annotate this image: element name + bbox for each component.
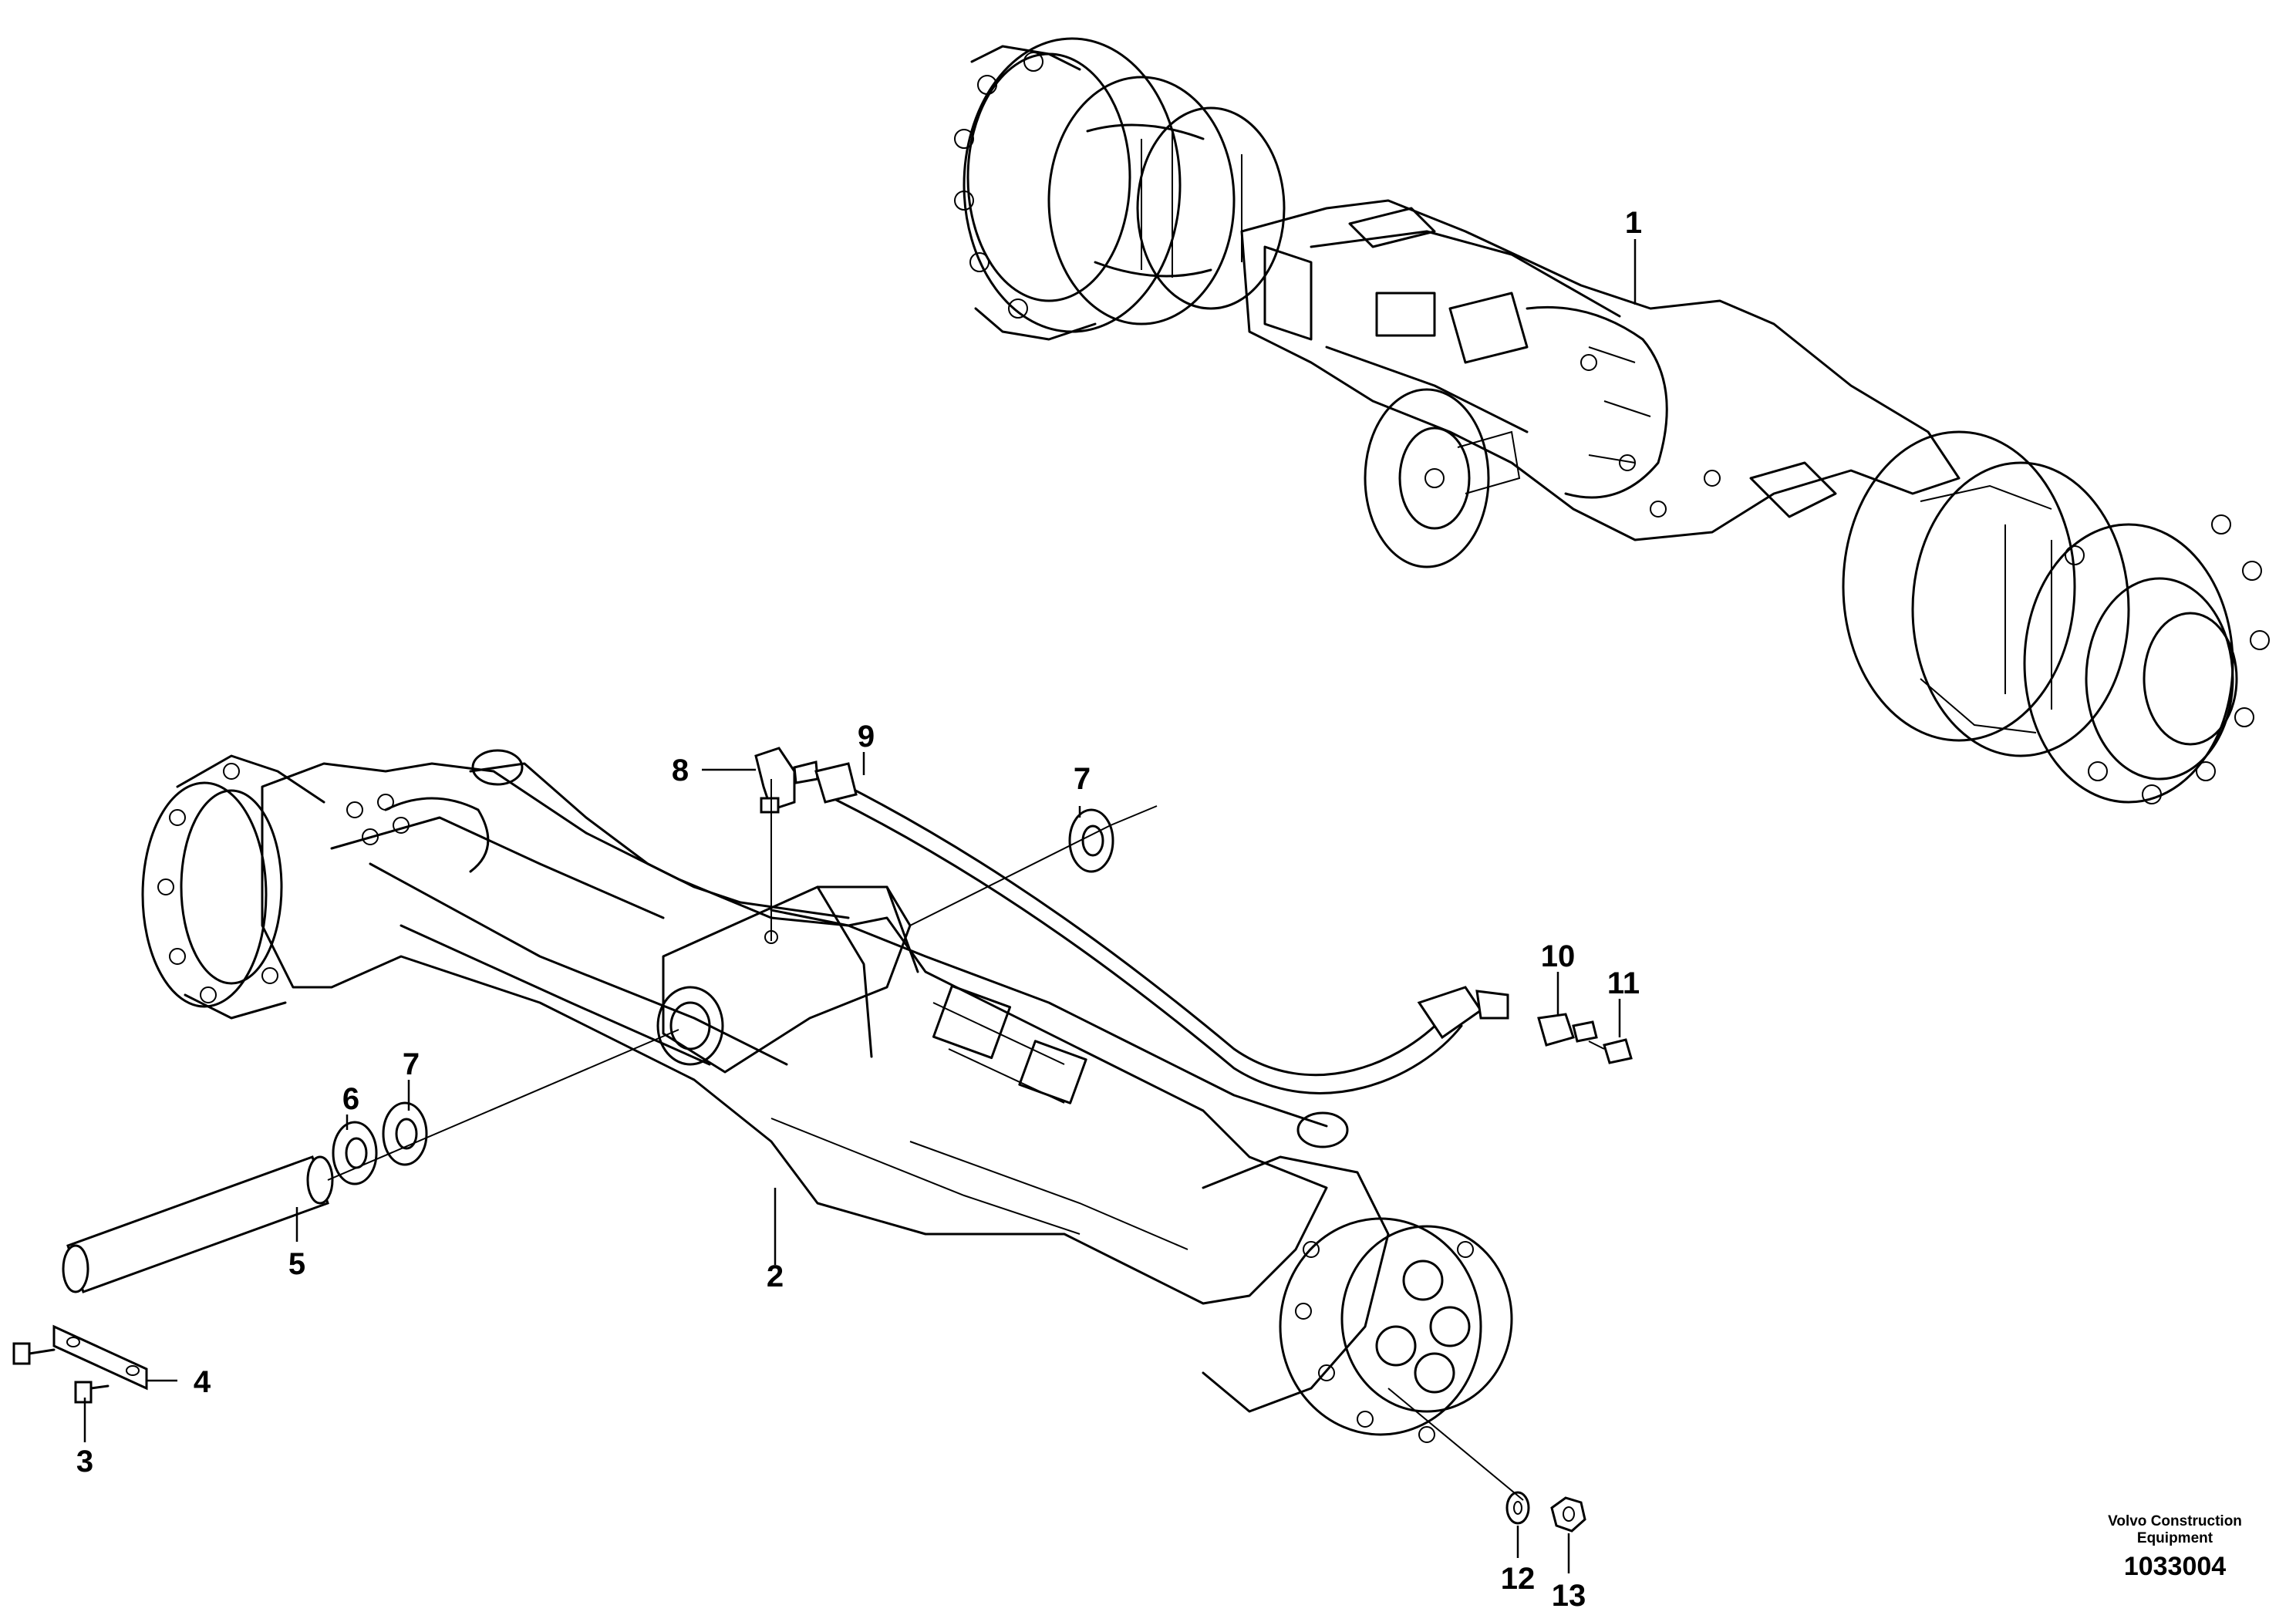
brand-label: Volvo Construction Equipment [2082, 1513, 2267, 1547]
adapter-part-10 [1537, 1013, 1598, 1047]
reference-number: 1033004 [2123, 1552, 2227, 1581]
callout-13: 13 [1552, 1579, 1586, 1613]
plate-part-4 [52, 1324, 148, 1391]
rear-axle-housing [1240, 199, 1961, 541]
callout-12: 12 [1501, 1562, 1536, 1596]
front-axle-assembly [141, 749, 1513, 1443]
leader-lines [83, 239, 1637, 1573]
callout-10: 10 [1541, 939, 1576, 973]
washer-part-7-lower [382, 1101, 428, 1166]
rear-brake-disc [1364, 388, 1521, 568]
callout-7-lower: 7 [403, 1047, 420, 1081]
washer-part-12 [1505, 1491, 1530, 1525]
callout-7-upper: 7 [1074, 762, 1091, 796]
nipple-part-11 [1588, 1038, 1633, 1064]
rear-left-hub [954, 37, 1286, 341]
pin-part-5 [62, 1155, 334, 1293]
callout-8: 8 [672, 754, 689, 787]
callout-9: 9 [858, 720, 875, 754]
callout-1: 1 [1625, 206, 1642, 240]
front-left-hub [141, 754, 325, 1020]
nut-part-13 [1550, 1496, 1586, 1533]
bolt-part-3 [12, 1342, 110, 1404]
brand-line-1: Volvo Construction [2108, 1513, 2242, 1529]
callout-3: 3 [76, 1445, 93, 1479]
callout-5: 5 [288, 1247, 305, 1281]
callout-4: 4 [194, 1365, 211, 1399]
washer-part-7-upper [1068, 808, 1114, 873]
rear-axle-assembly [954, 37, 2270, 804]
front-right-hub [1202, 1155, 1513, 1443]
callout-6: 6 [342, 1082, 359, 1116]
hose-part-9 [814, 762, 1509, 1094]
elbow-fitting-part-8 [754, 747, 819, 814]
front-axle-housing [261, 749, 1349, 1305]
callout-2: 2 [767, 1259, 784, 1293]
brand-line-2: Equipment [2136, 1530, 2213, 1546]
callout-11: 11 [1607, 966, 1640, 1000]
rear-right-hub [1842, 430, 2270, 804]
